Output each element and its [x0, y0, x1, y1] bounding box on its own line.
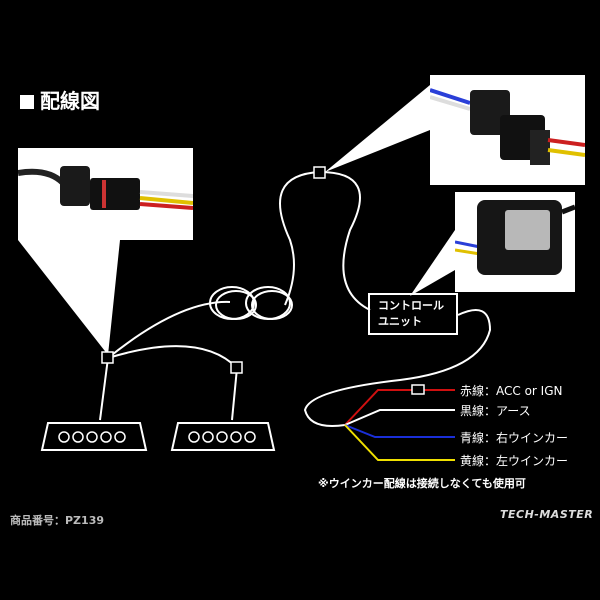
yellow-wire-label: 黄線：左ウインカー: [460, 454, 569, 468]
coil-2: [215, 290, 257, 320]
coil-4: [251, 290, 293, 320]
control-unit-line1: コントロール: [378, 299, 444, 312]
control-unit-label: コントロール ユニット: [368, 293, 458, 335]
title-text: 配線図: [40, 89, 100, 113]
blue-wire-label: 青線：右ウインカー: [460, 431, 569, 445]
control-unit-line2: ユニット: [378, 315, 422, 328]
top-photo-pointer: [325, 85, 430, 172]
right-module-wire: [107, 345, 238, 369]
right-lamp-unit: [170, 422, 276, 451]
right-lamp-wire: [231, 367, 238, 421]
left-lamp-unit: [40, 422, 148, 451]
control-unit-image: [454, 200, 576, 275]
junction-left: [101, 351, 114, 364]
control-unit-photo: [454, 192, 576, 292]
brand-logo: TECH-MASTER: [500, 508, 594, 521]
left-module-wire: [107, 300, 231, 359]
black-wire: [344, 409, 455, 426]
left-lamp-wire: [99, 357, 109, 421]
red-wire-label: 赤線：ACC or IGN: [460, 384, 563, 398]
title-square-icon: [20, 95, 34, 109]
yellow-wire: [344, 424, 455, 461]
black-wire-label: 黒線：アース: [460, 404, 531, 418]
red-wire: [344, 389, 455, 426]
main-loop-wire: [279, 170, 371, 311]
top-connector-photo: [429, 75, 586, 185]
junction-right: [230, 361, 243, 374]
output-wire: [303, 309, 492, 427]
left-photo-pointer: [18, 240, 120, 355]
product-number: 商品番号：PZ139: [10, 514, 104, 527]
left-connector-photo: [17, 148, 194, 240]
page-title: 配線図: [20, 85, 100, 114]
connector-image: [17, 166, 194, 210]
unit-photo-pointer: [410, 230, 455, 296]
fuse-icon: [411, 384, 425, 395]
blue-wire: [344, 424, 455, 438]
junction-top: [313, 166, 326, 179]
wiring-note: ※ウインカー配線は接続しなくても使用可: [318, 477, 526, 490]
connector-image: [429, 88, 586, 165]
